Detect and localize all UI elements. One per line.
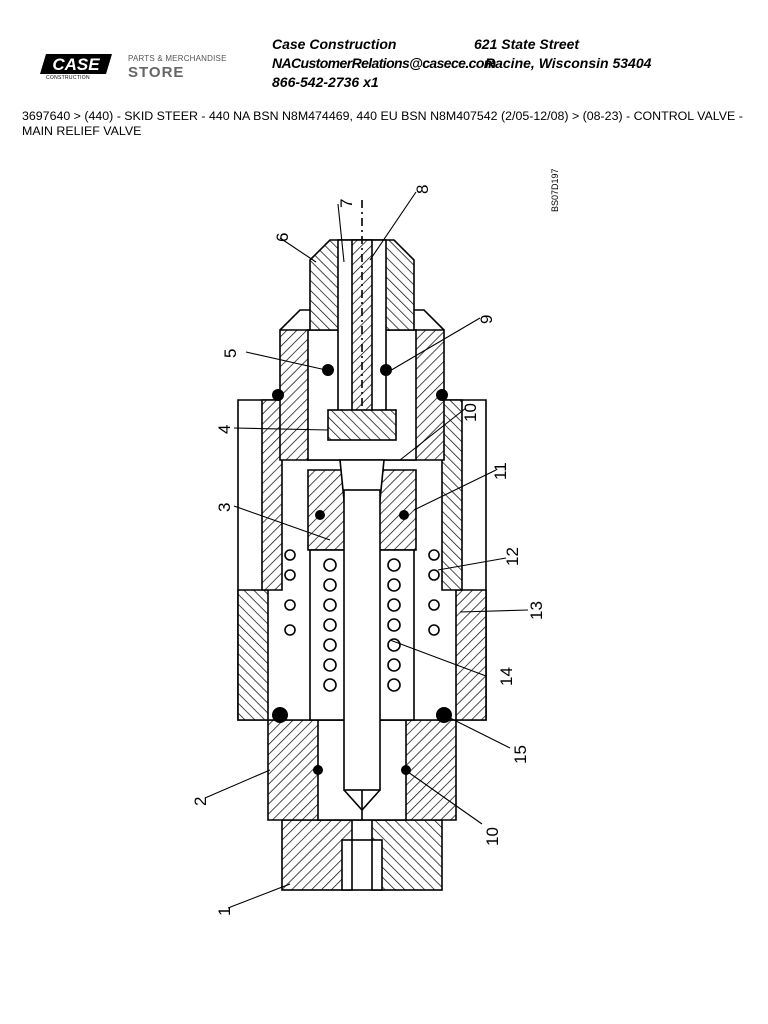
drawing-code: BS07D197: [550, 168, 560, 212]
callout-8: 8: [413, 185, 432, 194]
relief-valve-diagram: 1 2 3 4 5 6 7 8 9 10 11 12 13 14 15 10 B…: [130, 160, 630, 940]
phone-number: 866-542-2736 x1: [272, 74, 379, 90]
callout-11: 11: [491, 462, 510, 480]
store-subtitle: PARTS & MERCHANDISE: [128, 54, 227, 63]
logo-text: CASE: [52, 55, 100, 74]
callout-7: 7: [337, 199, 356, 208]
relief-valve-drawing: 1 2 3 4 5 6 7 8 9 10 11 12 13 14 15 10 B…: [191, 168, 560, 916]
callout-14: 14: [497, 667, 516, 686]
callout-6: 6: [273, 233, 292, 242]
callout-10-upper: 10: [461, 403, 480, 422]
company-name: Case Construction: [272, 36, 397, 52]
callout-5: 5: [221, 349, 240, 358]
case-logo-icon: CASE: [40, 54, 112, 74]
city-address: Racine, Wisconsin 53404: [485, 55, 652, 71]
callout-1: 1: [215, 907, 234, 916]
email-link[interactable]: NACustomerRelations@casece.com: [272, 55, 496, 71]
callout-13: 13: [527, 601, 546, 620]
store-title: STORE: [128, 64, 185, 81]
callout-15: 15: [511, 745, 530, 764]
callout-10-lower: 10: [483, 827, 502, 846]
callout-2: 2: [191, 797, 210, 806]
callout-9: 9: [477, 315, 496, 324]
callout-4: 4: [215, 425, 234, 434]
logo-subtitle: CONSTRUCTION: [46, 75, 90, 81]
street-address: 621 State Street: [474, 36, 580, 52]
breadcrumb: 3697640 > (440) - SKID STEER - 440 NA BS…: [22, 109, 743, 138]
callout-12: 12: [503, 547, 522, 566]
callout-3: 3: [215, 503, 234, 512]
